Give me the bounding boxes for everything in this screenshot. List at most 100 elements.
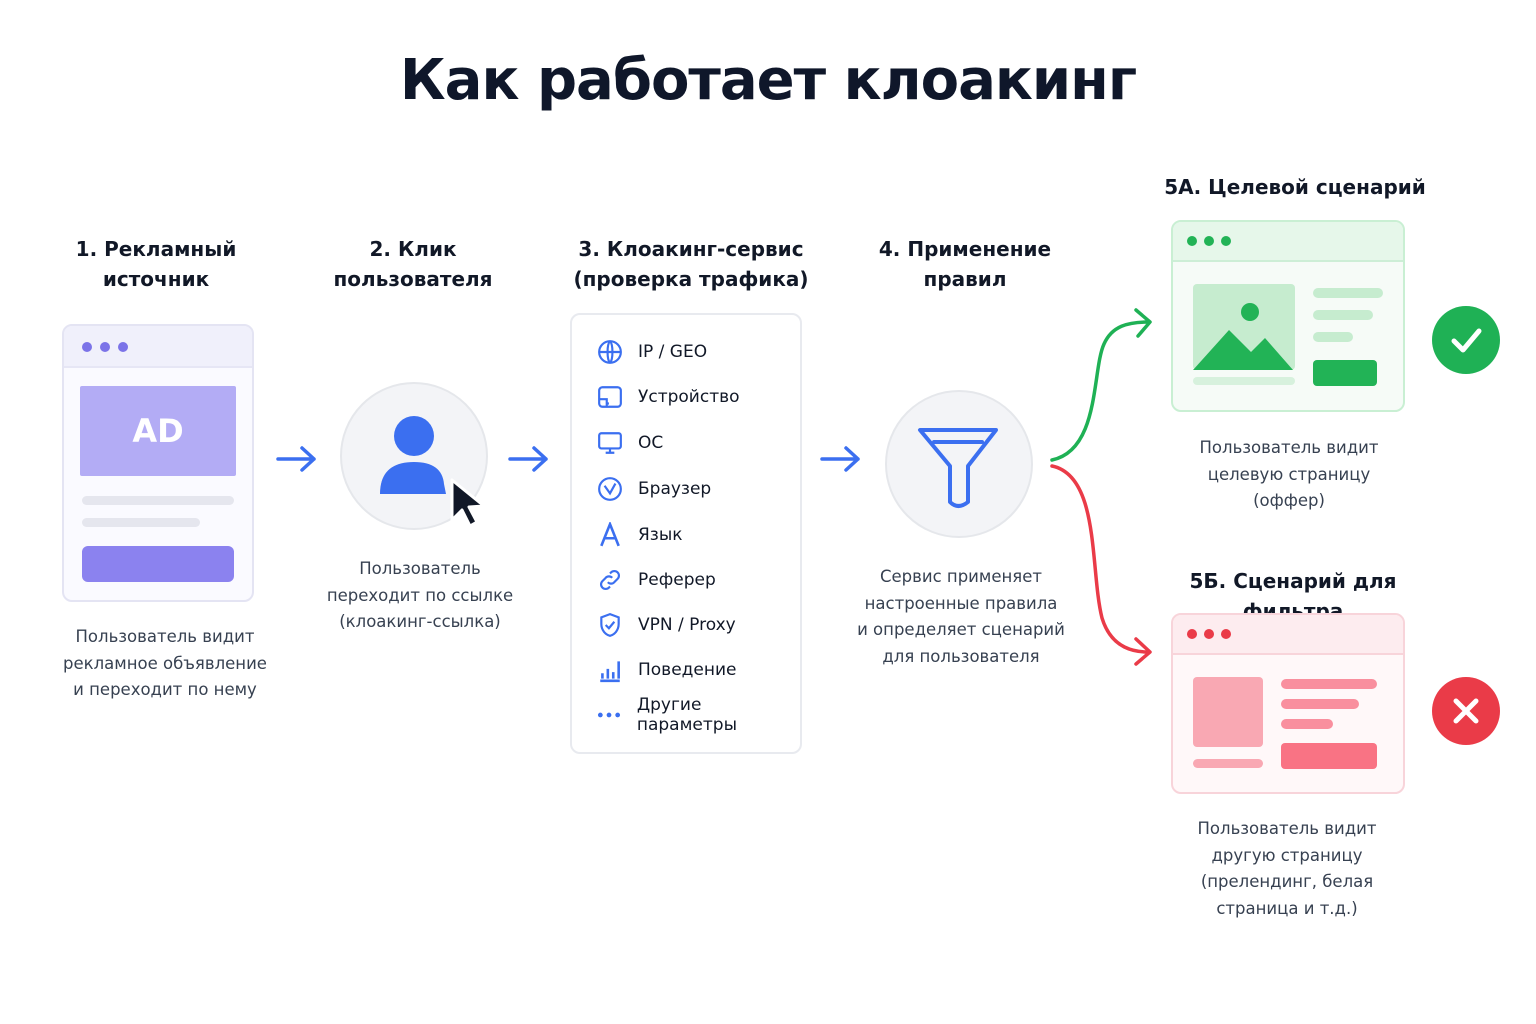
text-placeholder-line	[1313, 310, 1373, 320]
step-2-title-line-1: 2. Клик	[369, 237, 457, 261]
shield-icon	[596, 611, 624, 639]
caption-line: Пользователь	[359, 559, 481, 578]
window-dot	[82, 342, 92, 352]
arrow-right-icon	[508, 446, 548, 472]
check-item-behavior: Поведение	[596, 655, 737, 685]
caption-line: и определяет сценарий	[857, 620, 1065, 639]
filter-page-window	[1171, 613, 1405, 794]
caption-line: страница и т.д.)	[1216, 898, 1358, 918]
check-item-referrer: Реферер	[596, 565, 716, 595]
text-placeholder-line	[82, 496, 234, 505]
branch-arrows	[1050, 308, 1152, 666]
step-5b-caption: Пользователь видит другую страницу (прел…	[1156, 816, 1418, 922]
link-icon	[596, 566, 624, 594]
image-placeholder	[1193, 284, 1295, 370]
step-3-title-line-2: (проверка трафика)	[573, 267, 809, 291]
check-item-ip-geo: IP / GEO	[596, 337, 707, 367]
arrow-to-target	[1050, 320, 1150, 462]
ad-window-titlebar	[64, 326, 252, 368]
caption-line: целевую страницу	[1207, 464, 1371, 484]
text-placeholder-line	[1281, 679, 1377, 689]
caption-line: Пользователь видит	[1199, 438, 1379, 457]
traffic-check-panel: IP / GEO Устройство ОС Браузер Язык Рефе…	[570, 313, 802, 754]
step-3-title-line-1: 3. Клоакинг-сервис	[578, 237, 804, 261]
window-dot	[118, 342, 128, 352]
funnel-icon	[918, 428, 998, 508]
step-4-title-line-1: 4. Применение	[878, 237, 1052, 261]
browser-icon	[596, 475, 624, 503]
check-label: Поведение	[638, 660, 737, 680]
window-dot	[1221, 236, 1231, 246]
text-placeholder-line	[1313, 332, 1353, 342]
window-dot	[1187, 629, 1197, 639]
offer-cta-button	[1313, 360, 1377, 386]
step-1-title-line-1: 1. Рекламный	[75, 237, 237, 261]
filter-circle	[885, 390, 1033, 538]
caption-line: для пользователя	[882, 646, 1040, 666]
window-dot	[1187, 236, 1197, 246]
step-4-caption: Сервис применяет настроенные правила и о…	[830, 564, 1092, 670]
caption-line: (оффер)	[1253, 491, 1325, 510]
caption-line: настроенные правила	[864, 593, 1058, 613]
target-page-window	[1171, 220, 1405, 412]
step-2-title-line-2: пользователя	[333, 267, 493, 291]
bar-chart-icon	[596, 656, 624, 684]
check-label: Язык	[638, 525, 683, 545]
check-item-vpn-proxy: VPN / Proxy	[596, 610, 736, 640]
cross-icon	[1432, 677, 1500, 745]
caption-line: другую страницу	[1211, 845, 1363, 865]
user-click-icon	[380, 416, 486, 528]
globe-icon	[596, 338, 624, 366]
caption-line: Сервис применяет	[880, 567, 1042, 586]
check-item-os: ОС	[596, 428, 663, 458]
text-placeholder-line	[1281, 719, 1333, 729]
step-5a-caption: Пользователь видит целевую страницу (офф…	[1160, 435, 1418, 515]
caption-line: и переходит по нему	[73, 680, 257, 699]
step-1-title-line-2: источник	[102, 267, 210, 291]
text-placeholder-line	[82, 518, 200, 527]
step-1-title: 1. Рекламный источник	[56, 234, 256, 294]
tablet-icon	[596, 383, 624, 411]
text-placeholder-line	[1281, 699, 1359, 709]
text-placeholder-line	[1193, 377, 1295, 385]
ad-banner: AD	[80, 386, 236, 476]
text-placeholder-line	[1193, 759, 1263, 768]
arrow-right-icon	[820, 446, 860, 472]
text-placeholder-line	[1313, 288, 1383, 298]
more-dots-icon	[596, 701, 623, 729]
caption-line: переходит по ссылке	[326, 585, 514, 605]
window-dot	[100, 342, 110, 352]
caption-line: (прелендинг, белая	[1200, 872, 1374, 891]
check-item-other: Другие параметры	[596, 695, 800, 735]
step-4-title-line-2: правил	[923, 267, 1007, 291]
caption-line: Пользователь видит	[75, 627, 255, 646]
check-label: Другие параметры	[636, 695, 737, 735]
ad-cta-button	[82, 546, 234, 582]
language-icon	[596, 521, 624, 549]
check-label: VPN / Proxy	[638, 615, 736, 635]
step-3-title: 3. Клоакинг-сервис (проверка трафика)	[560, 234, 822, 294]
step-4-title: 4. Применение правил	[860, 234, 1070, 294]
arrow-right-icon	[276, 446, 316, 472]
check-icon	[1432, 306, 1500, 374]
check-item-device: Устройство	[596, 382, 740, 412]
caption-line: рекламное объявление	[63, 653, 267, 673]
image-icon	[1193, 303, 1293, 370]
check-label: Браузер	[638, 479, 712, 499]
check-item-browser: Браузер	[596, 474, 711, 504]
step-5a-title: 5А. Целевой сценарий	[1164, 175, 1426, 199]
check-label: IP / GEO	[638, 342, 708, 362]
caption-line: (клоакинг-ссылка)	[339, 612, 501, 631]
ad-window: AD	[62, 324, 254, 602]
page-title: Как работает клоакинг	[399, 48, 1137, 113]
window-dot	[1204, 629, 1214, 639]
image-placeholder	[1193, 677, 1263, 747]
check-label: Реферер	[638, 570, 716, 590]
window-dot	[1204, 236, 1214, 246]
step-2-caption: Пользователь переходит по ссылке (клоаки…	[300, 556, 540, 636]
check-item-language: Язык	[596, 520, 683, 550]
check-label: Устройство	[638, 387, 740, 407]
arrow-head-red	[1134, 637, 1152, 666]
step-1-caption: Пользователь видит рекламное объявление …	[40, 624, 290, 704]
arrow-head-green	[1134, 308, 1152, 338]
